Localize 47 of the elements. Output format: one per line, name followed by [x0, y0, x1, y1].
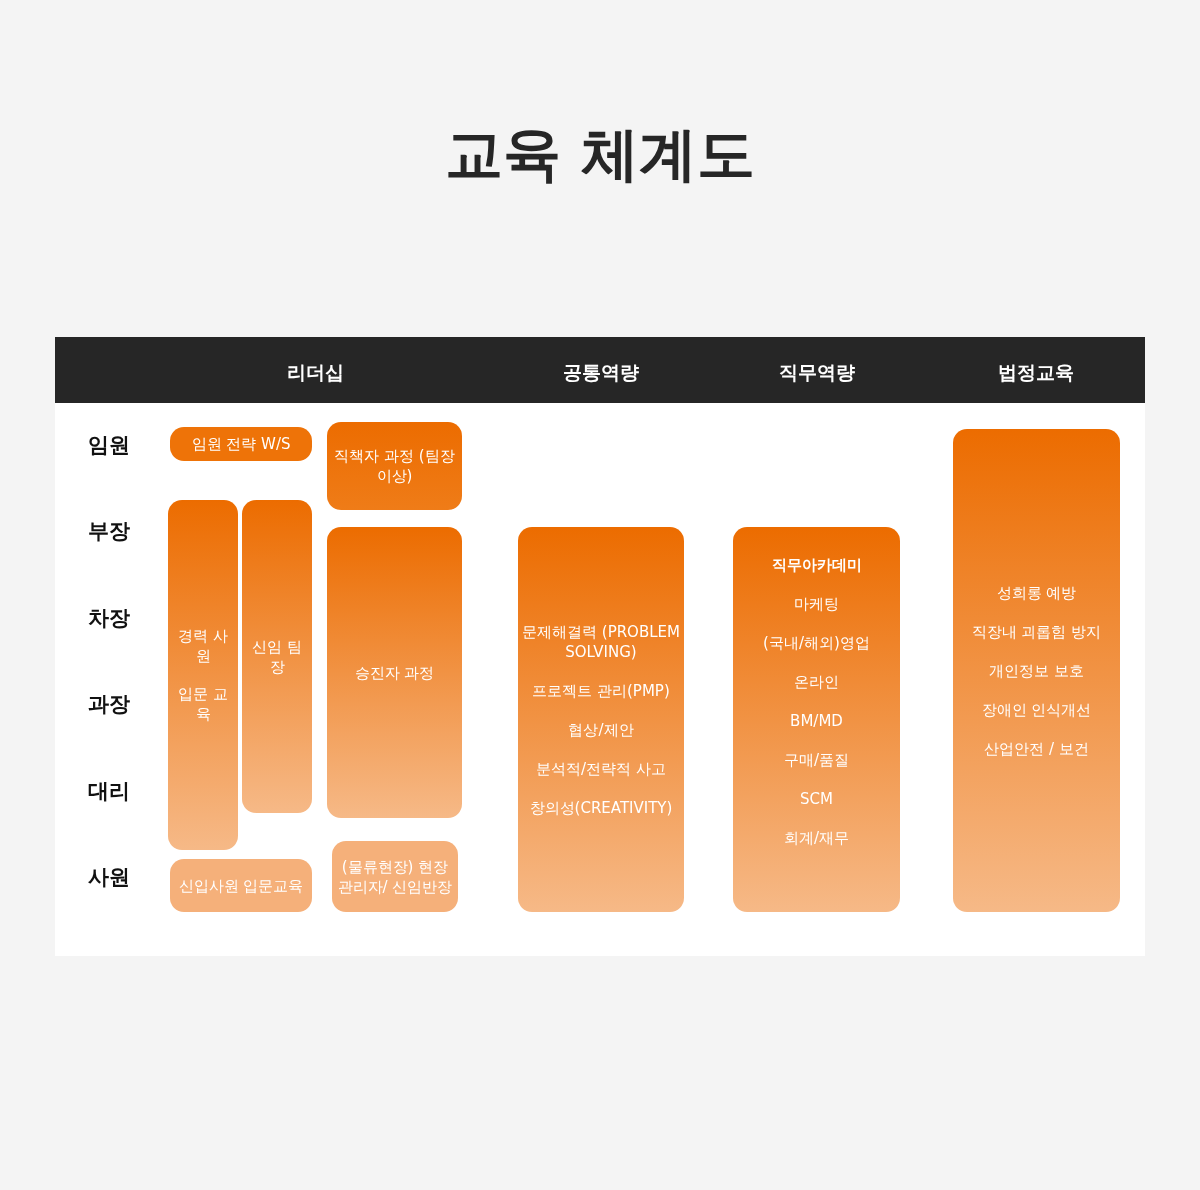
row-label: 사원 [88, 864, 130, 890]
course-box [327, 527, 462, 818]
title: 교육 체계도 [443, 119, 757, 190]
course-box [170, 859, 312, 912]
course-name: 승진자 과정 [354, 662, 435, 683]
course-box [518, 527, 684, 912]
course-name: 온라인 [794, 672, 839, 692]
course-box [327, 422, 462, 510]
course-name: SCM [800, 789, 833, 809]
course-name: 회계/재무 [783, 828, 850, 848]
column-header: 리더십 [286, 360, 344, 384]
course-name: 경력 사원 [177, 626, 229, 666]
row-label: 차장 [88, 605, 130, 631]
course-name: 구매/품질 [783, 750, 850, 770]
course-box [242, 500, 312, 813]
course-name: (물류현장) 현장관리자/ 신임반장 [336, 856, 454, 897]
course-name: 입문 교육 [177, 684, 229, 724]
course-name: 신입사원 입문교육 [178, 875, 304, 896]
course-heading: 직무아카데미 [771, 555, 862, 575]
course-name: 협상/제안 [568, 719, 634, 740]
course-name: 창의성(CREATIVITY) [529, 797, 673, 818]
course-name: 개인정보 보호 [989, 660, 1084, 681]
course-name: 분석적/전략적 사고 [536, 758, 666, 779]
course-name: BM/MD [790, 711, 843, 731]
column-header: 법정교육 [998, 360, 1074, 384]
course-name: 직장내 괴롭힘 방지 [971, 621, 1102, 642]
course-box [332, 841, 458, 912]
course-name: 문제해결력 (PROBLEM SOLVING) [522, 621, 680, 662]
column-header: 직무역량 [779, 360, 855, 384]
course-name: (국내/해외)영업 [763, 633, 870, 653]
course-name: 마케팅 [794, 594, 839, 614]
course-box [170, 427, 312, 461]
course-name: 직책자 과정 (팀장이상) [333, 446, 456, 486]
course-box [733, 527, 900, 912]
course-name: 장애인 인식개선 [981, 699, 1092, 720]
course-box [168, 500, 238, 850]
course-name: 성희롱 예방 [996, 582, 1077, 603]
course-name: 신임 팀장 [251, 636, 303, 677]
course-name: 임원 전략 W/S [191, 434, 291, 454]
row-label: 부장 [88, 518, 130, 544]
column-header: 공통역량 [563, 360, 639, 384]
row-label: 대리 [88, 778, 130, 804]
course-box [953, 429, 1120, 912]
course-name: 산업안전 / 보건 [984, 738, 1089, 759]
row-label: 임원 [88, 432, 130, 458]
course-name: 프로젝트 관리(PMP) [532, 680, 670, 701]
row-label: 과장 [88, 691, 130, 717]
